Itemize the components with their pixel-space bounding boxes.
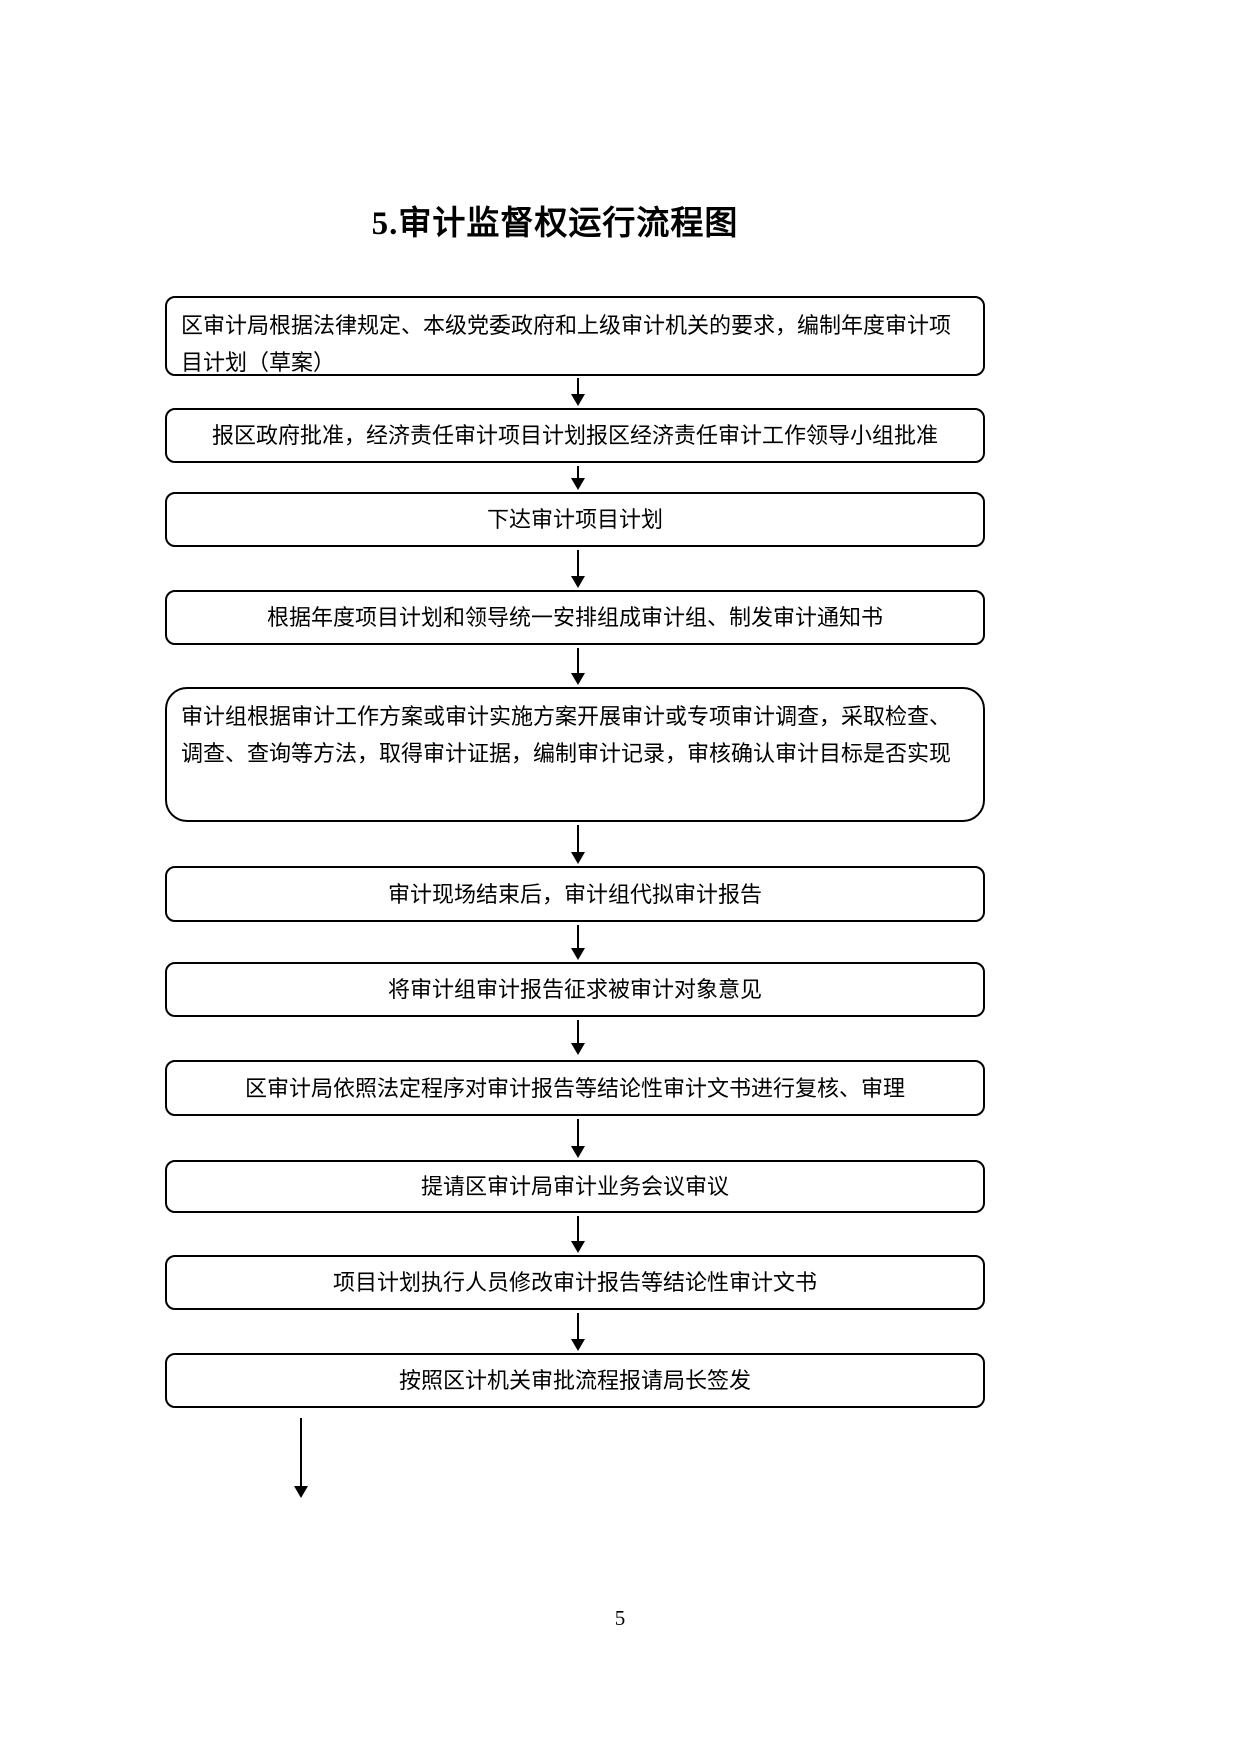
arrow-down-icon bbox=[571, 825, 585, 864]
flow-step-7: 将审计组审计报告征求被审计对象意见 bbox=[165, 962, 985, 1017]
arrow-head bbox=[571, 478, 585, 490]
arrow-stem bbox=[577, 1020, 579, 1043]
arrow-down-icon bbox=[571, 378, 585, 406]
arrow-down-icon bbox=[571, 466, 585, 490]
arrow-head bbox=[571, 948, 585, 960]
arrow-head bbox=[571, 576, 585, 588]
arrow-stem bbox=[300, 1418, 302, 1486]
flow-step-2-text: 报区政府批准，经济责任审计项目计划报区经济责任审计工作领导小组批准 bbox=[211, 423, 938, 448]
flow-step-11-text: 按照区计机关审批流程报请局长签发 bbox=[398, 1368, 751, 1393]
arrow-down-icon bbox=[571, 1119, 585, 1158]
flow-step-10: 项目计划执行人员修改审计报告等结论性审计文书 bbox=[165, 1255, 985, 1310]
arrow-down-icon bbox=[571, 648, 585, 685]
arrow-head bbox=[571, 673, 585, 685]
arrow-stem bbox=[577, 1216, 579, 1241]
flow-step-10-text: 项目计划执行人员修改审计报告等结论性审计文书 bbox=[332, 1270, 817, 1295]
arrow-head bbox=[571, 1241, 585, 1253]
arrow-head bbox=[571, 394, 585, 406]
flow-step-8: 区审计局依照法定程序对审计报告等结论性审计文书进行复核、审理 bbox=[165, 1060, 985, 1116]
flow-step-5: 审计组根据审计工作方案或审计实施方案开展审计或专项审计调查，采取检查、调查、查询… bbox=[165, 687, 985, 822]
arrow-down-icon bbox=[571, 925, 585, 960]
arrow-down-icon bbox=[571, 1020, 585, 1055]
arrow-head bbox=[571, 1339, 585, 1351]
flow-step-9-text: 提请区审计局审计业务会议审议 bbox=[420, 1174, 729, 1199]
arrow-head bbox=[571, 852, 585, 864]
arrow-down-icon bbox=[571, 1313, 585, 1351]
flow-step-4-text: 根据年度项目计划和领导统一安排组成审计组、制发审计通知书 bbox=[266, 605, 883, 630]
flow-step-9: 提请区审计局审计业务会议审议 bbox=[165, 1160, 985, 1213]
arrow-stem bbox=[577, 1313, 579, 1339]
arrow-head bbox=[571, 1043, 585, 1055]
flow-step-8-text: 区审计局依照法定程序对审计报告等结论性审计文书进行复核、审理 bbox=[244, 1075, 905, 1101]
flow-step-7-text: 将审计组审计报告征求被审计对象意见 bbox=[387, 977, 762, 1002]
arrow-down-icon bbox=[571, 550, 585, 588]
arrow-head bbox=[294, 1486, 308, 1498]
flow-step-3-text: 下达审计项目计划 bbox=[486, 507, 663, 532]
flow-step-6-text: 审计现场结束后，审计组代拟审计报告 bbox=[387, 881, 762, 907]
flow-step-1: 区审计局根据法律规定、本级党委政府和上级审计机关的要求，编制年度审计项目计划（草… bbox=[165, 296, 985, 376]
flow-step-6: 审计现场结束后，审计组代拟审计报告 bbox=[165, 866, 985, 922]
arrow-stem bbox=[577, 550, 579, 576]
arrow-head bbox=[571, 1146, 585, 1158]
arrow-stem bbox=[577, 466, 579, 478]
flow-step-3: 下达审计项目计划 bbox=[165, 492, 985, 547]
arrow-down-icon bbox=[571, 1216, 585, 1253]
flow-step-4: 根据年度项目计划和领导统一安排组成审计组、制发审计通知书 bbox=[165, 590, 985, 645]
flow-step-1-text: 区审计局根据法律规定、本级党委政府和上级审计机关的要求，编制年度审计项目计划（草… bbox=[181, 313, 952, 375]
arrow-stem bbox=[577, 925, 579, 948]
flow-step-11: 按照区计机关审批流程报请局长签发 bbox=[165, 1353, 985, 1408]
page-number: 5 bbox=[614, 1606, 626, 1630]
arrow-stem bbox=[577, 648, 579, 673]
arrow-down-icon bbox=[294, 1418, 308, 1498]
flow-step-2: 报区政府批准，经济责任审计项目计划报区经济责任审计工作领导小组批准 bbox=[165, 408, 985, 463]
flow-step-5-text: 审计组根据审计工作方案或审计实施方案开展审计或专项审计调查，采取检查、调查、查询… bbox=[181, 704, 952, 766]
page-title: 5.审计监督权运行流程图 bbox=[371, 206, 739, 242]
arrow-stem bbox=[577, 378, 579, 394]
arrow-stem bbox=[577, 825, 579, 852]
arrow-stem bbox=[577, 1119, 579, 1146]
